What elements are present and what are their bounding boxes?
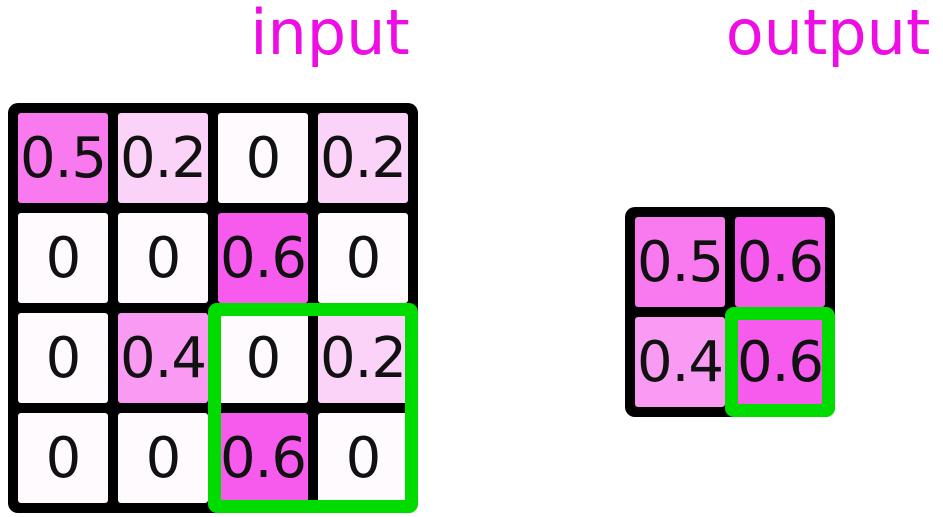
input-cell-r2-c0: 0 <box>18 313 108 403</box>
input-cell-r1-c0: 0 <box>18 213 108 303</box>
input-cell-r3-c3: 0 <box>318 413 408 503</box>
output-cell-r1-c0: 0.4 <box>635 317 725 407</box>
input-cell-r0-c0: 0.5 <box>18 113 108 203</box>
input-cell-r0-c1: 0.2 <box>118 113 208 203</box>
input-cell-r2-c1: 0.4 <box>118 313 208 403</box>
output-cell-r1-c1: 0.6 <box>735 317 825 407</box>
output-title: output <box>725 0 931 69</box>
input-cell-r3-c1: 0 <box>118 413 208 503</box>
input-cell-r1-c2: 0.6 <box>218 213 308 303</box>
input-cell-r0-c2: 0 <box>218 113 308 203</box>
input-cell-r2-c2: 0 <box>218 313 308 403</box>
input-cell-r1-c1: 0 <box>118 213 208 303</box>
input-cell-r1-c3: 0 <box>318 213 408 303</box>
input-cell-r3-c0: 0 <box>18 413 108 503</box>
input-title: input <box>250 0 410 69</box>
input-cell-r3-c2: 0.6 <box>218 413 308 503</box>
input-cell-r2-c3: 0.2 <box>318 313 408 403</box>
output-cell-r0-c1: 0.6 <box>735 217 825 307</box>
input-cell-r0-c3: 0.2 <box>318 113 408 203</box>
output-cell-r0-c0: 0.5 <box>635 217 725 307</box>
